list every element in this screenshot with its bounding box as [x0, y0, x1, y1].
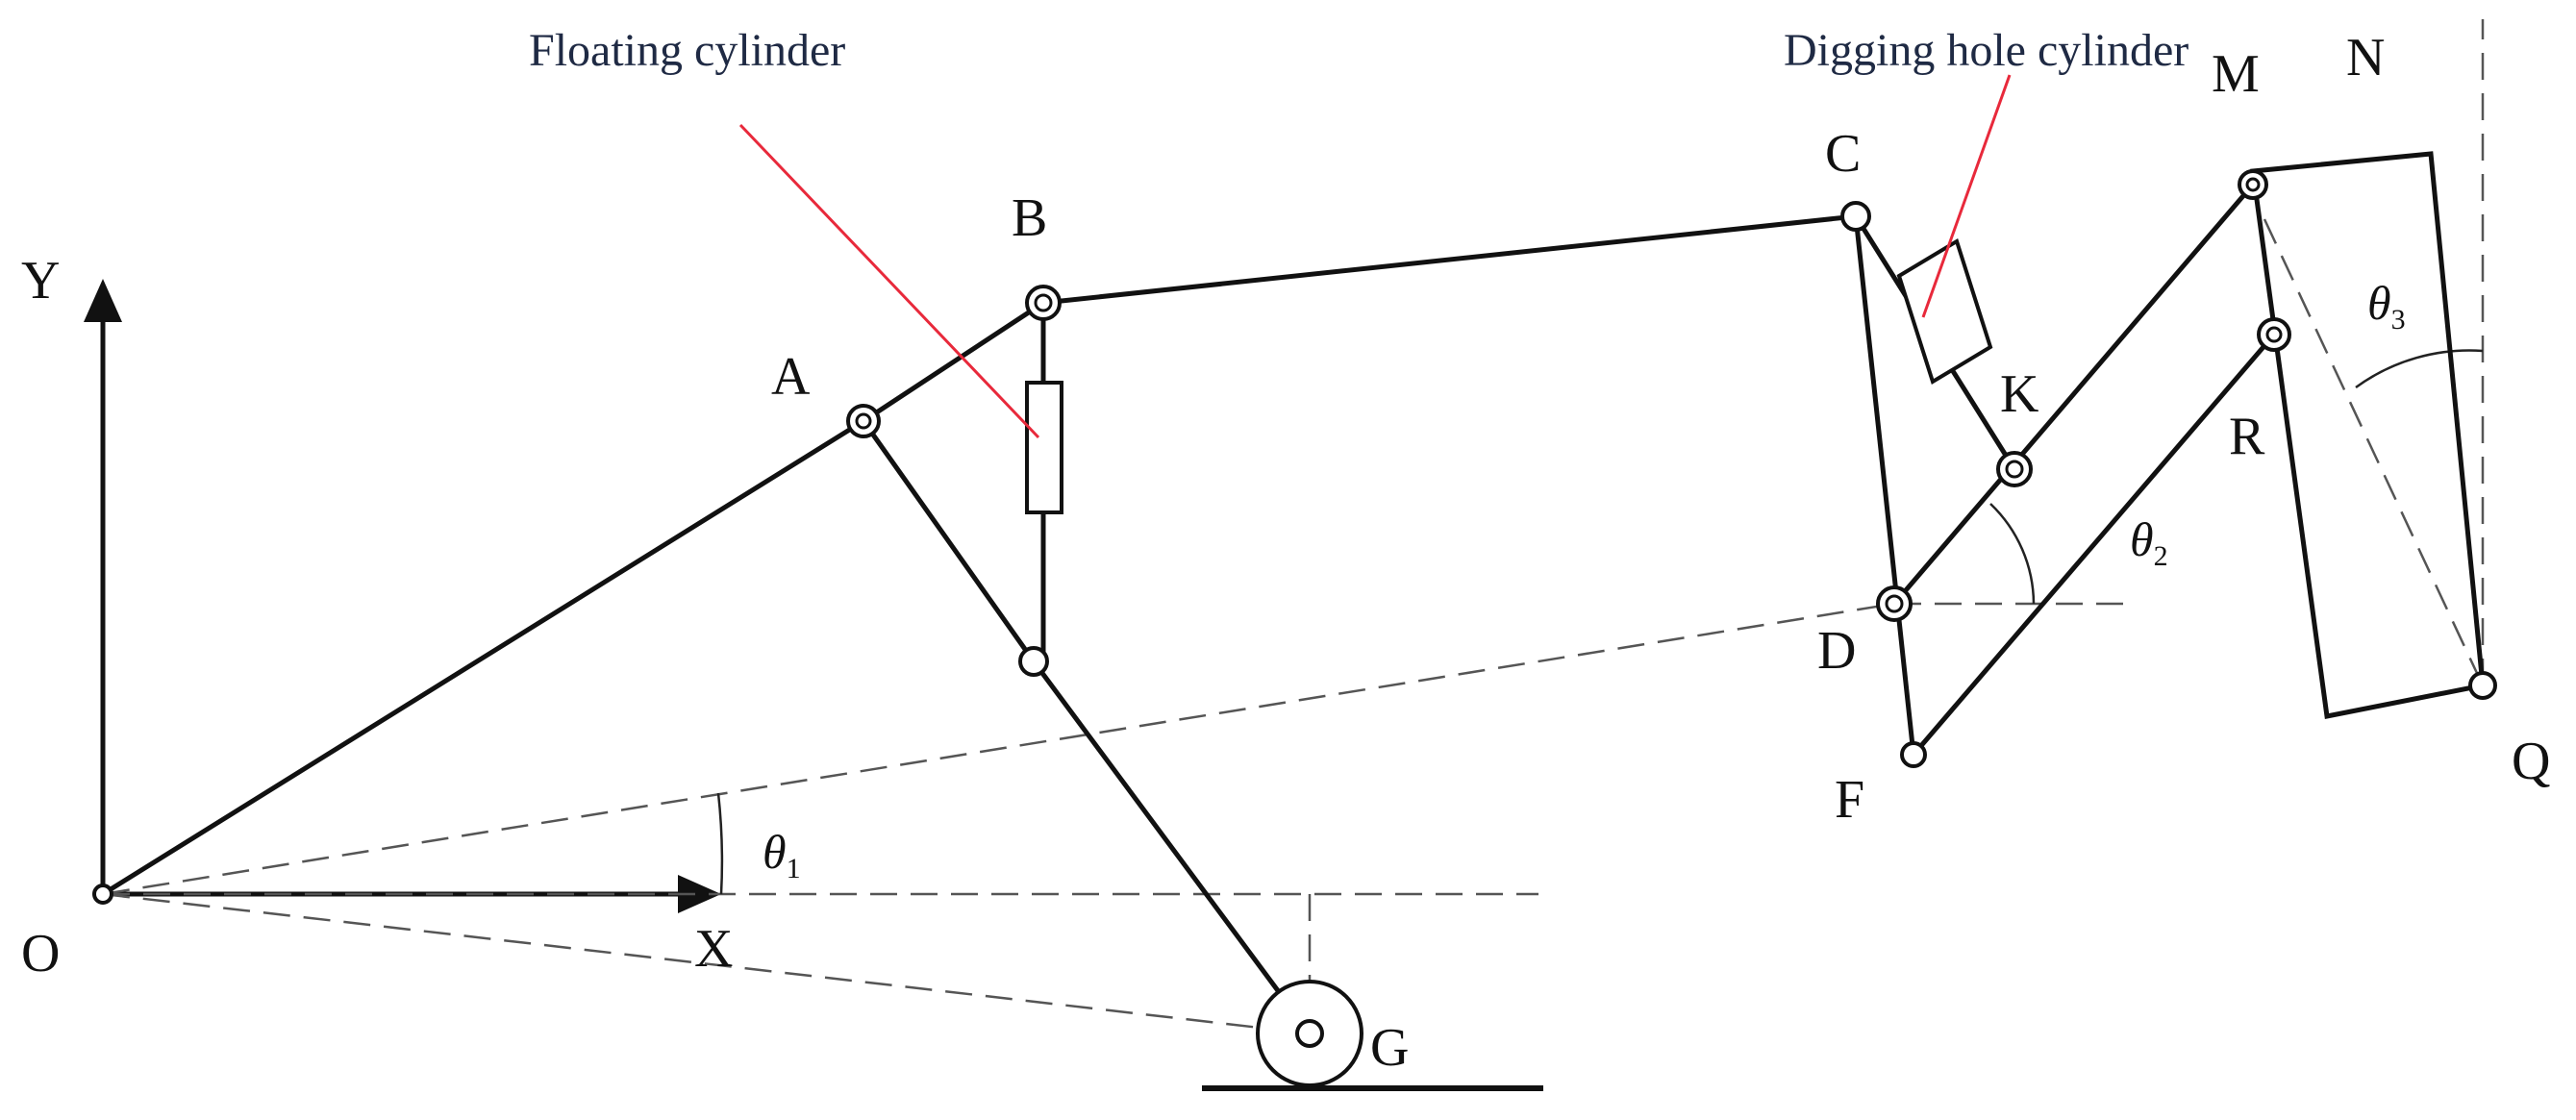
link-bc [1040, 213, 1859, 306]
theta2-arc [1989, 503, 2036, 605]
link-a-lower [861, 418, 1037, 664]
floating-cylinder-leader [738, 123, 1040, 439]
m-to-q-line [2263, 218, 2485, 686]
joint-o [92, 884, 113, 905]
theta1-label: θ1 [763, 825, 801, 884]
point-label-a: A [771, 347, 811, 407]
joint-q [2468, 671, 2497, 700]
point-label-c: C [1825, 124, 1861, 184]
wheel-g [1256, 980, 1363, 1087]
point-label-r: R [2229, 407, 2265, 466]
point-label-b: B [1012, 188, 1047, 248]
link-oa [100, 418, 866, 897]
o-to-d-line [102, 602, 1895, 896]
theta3-label: θ3 [2367, 276, 2406, 336]
joint-lower-left [1018, 646, 1049, 677]
point-label-q: Q [2512, 732, 2550, 791]
theta3-arc [2355, 349, 2484, 389]
digging-cylinder-body [1896, 237, 1993, 386]
point-label-n: N [2346, 28, 2385, 87]
y-axis-label: Y [21, 251, 60, 311]
theta2-label: θ2 [2130, 512, 2168, 572]
joint-d [1876, 585, 1913, 622]
link-to-g [1031, 659, 1313, 1036]
link-fr [1911, 332, 2277, 758]
point-label-f: F [1835, 770, 1864, 830]
digging-cylinder-leader [1921, 74, 2012, 318]
digging-tool-frame [2250, 151, 2486, 719]
joint-m [2238, 169, 2268, 200]
point-label-o: O [21, 924, 60, 983]
floating-cylinder-label: Floating cylinder [529, 25, 845, 76]
theta1-arc [716, 792, 724, 895]
joint-r [2257, 317, 2291, 352]
floating-cylinder-body [1025, 381, 1063, 514]
point-label-m: M [2212, 44, 2260, 104]
link-cf [1853, 213, 1916, 758]
point-label-k: K [2000, 364, 2038, 424]
joint-a [846, 404, 881, 438]
link-ab [861, 300, 1046, 424]
joint-b [1025, 285, 1062, 321]
x-axis-label: X [694, 919, 733, 979]
joint-f [1900, 741, 1927, 768]
o-to-g-line [102, 892, 1311, 1035]
joint-k [1996, 451, 2033, 487]
point-label-d: D [1817, 621, 1856, 681]
digging-cylinder-label: Digging hole cylinder [1784, 25, 2188, 76]
point-label-g: G [1370, 1018, 1409, 1078]
joint-c [1840, 201, 1871, 232]
link-dm [1891, 182, 2256, 607]
